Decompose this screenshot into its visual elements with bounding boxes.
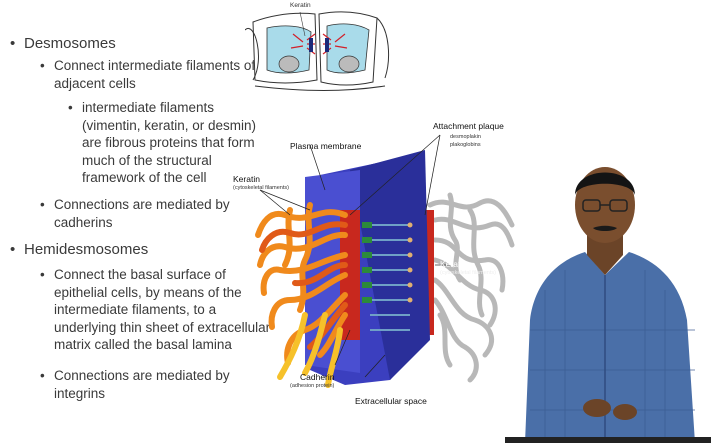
plasma-membrane-label: Plasma membrane	[290, 141, 361, 151]
cell-sketch-figure	[245, 0, 395, 95]
cadherin-label: Cadherin	[300, 372, 335, 382]
extracellular-space-label: Extracellular space	[355, 396, 427, 406]
attachment-plaque-label: Attachment plaque	[433, 121, 504, 131]
bullet-desmo-cadherins: • Connections are mediated by cadherins	[54, 196, 230, 231]
bullet-desmo-connect: • Connect intermediate filaments of adja…	[54, 57, 255, 92]
bullet-intermediate-filaments: • intermediate filaments (vimentin, kera…	[82, 99, 256, 187]
keratin-left-label: Keratin	[233, 174, 260, 184]
keratin-right-label: Keratin	[440, 259, 467, 269]
plakoglobins-label: plakoglobins	[450, 142, 481, 149]
desmosome-diagram	[250, 115, 520, 390]
bullet-desmosomes: •Desmosomes	[24, 34, 116, 53]
keratin-left-sub-label: (cytoskeletal filaments)	[233, 185, 289, 192]
bullet-hemidesmosomes: •Hemidesmosomes	[24, 240, 148, 259]
bullet-hemi-integrins: • Connections are mediated by integrins	[54, 367, 230, 402]
keratin-right-sub-label: (cytoskeletal filaments)	[440, 270, 496, 277]
bullet-hemi-connect: • Connect the basal surface of epithelia…	[54, 266, 270, 354]
keratin-top-label: Keratin	[290, 2, 311, 9]
presenter-image	[505, 150, 711, 443]
right-keratin-filaments	[430, 195, 512, 380]
desmoplakin-label: desmoplakin	[450, 134, 481, 141]
cadherin-sub-label: (adhesion protein)	[290, 383, 334, 390]
